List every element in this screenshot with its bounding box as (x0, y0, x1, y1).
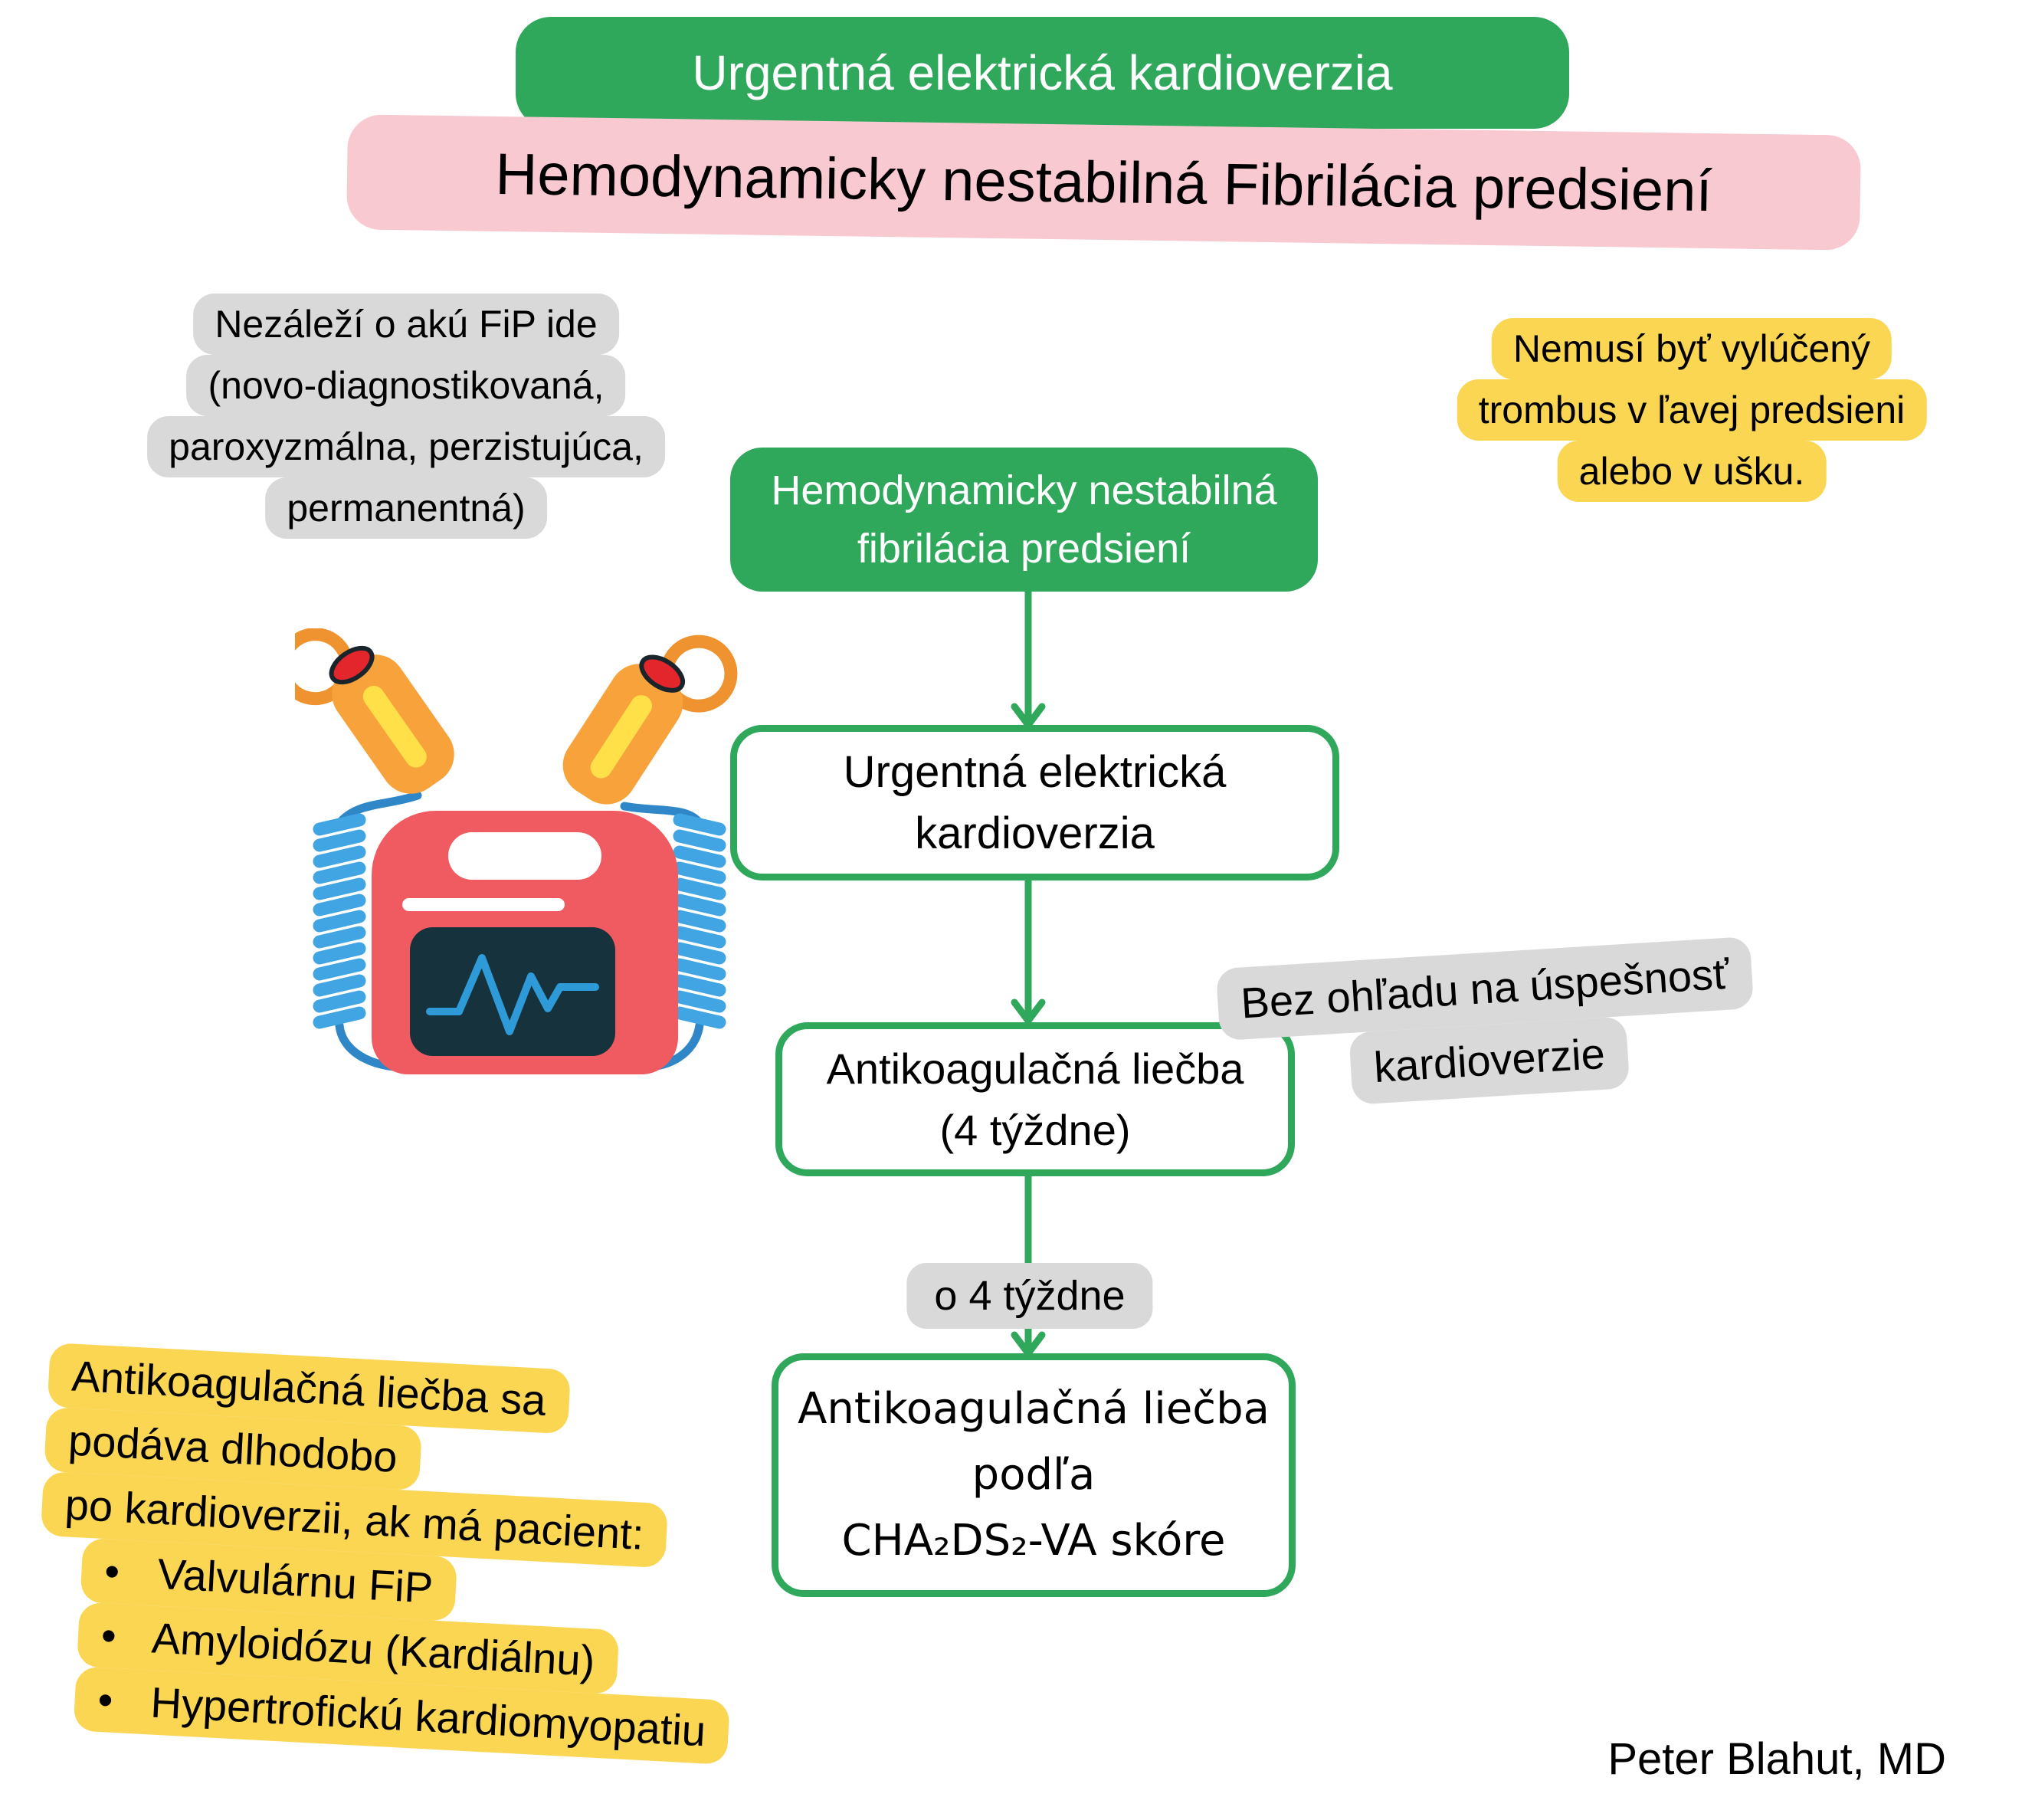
note-thrombus: Nemusí byť vylúčený trombus v ľavej pred… (1457, 318, 1927, 502)
page-title-text: Urgentná elektrická kardioverzia (692, 45, 1393, 100)
note-line: Nezáleží o akú FiP ide (193, 293, 619, 355)
author-credit-text: Peter Blahut, MD (1607, 1734, 1946, 1784)
flow-long-term-box: Antikoagulačná liečba podľa CHA₂DS₂-VA s… (772, 1353, 1296, 1597)
note-bullet-text: Valvulárnu FiP (156, 1549, 434, 1612)
note-longterm-anticoagulation: Antikoagulačná liečba sa podáva dlhodobo… (31, 1343, 747, 1765)
bullet-icon: • (100, 1611, 118, 1660)
flow-box-line: CHA₂DS₂-VA skóre (841, 1516, 1226, 1566)
arrow-down-icon (1011, 864, 1046, 1025)
note-line: alebo v ušku. (1557, 441, 1827, 502)
author-credit: Peter Blahut, MD (1607, 1733, 1946, 1785)
bullet-icon: • (97, 1674, 114, 1724)
page-subtitle: Hemodynamicky nestabilná Fibrilácia pred… (346, 114, 1861, 251)
flow-box-line: podľa (972, 1450, 1096, 1500)
flow-box-line: Antikoagulačná liečba (826, 1044, 1244, 1093)
interval-label-text: o 4 týždne (934, 1273, 1126, 1319)
page-title: Urgentná elektrická kardioverzia (516, 17, 1569, 129)
bullet-icon: • (103, 1546, 121, 1596)
note-line: (novo-diagnostikovaná, (186, 355, 626, 416)
flow-box-line: Hemodynamicky nestabilná (771, 467, 1277, 513)
note-line: Nemusí byť vylúčený (1491, 318, 1892, 379)
flow-box-line: Urgentná elektrická (843, 746, 1227, 797)
defibrillator-icon (295, 628, 738, 1074)
flow-box-line: (4 týždne) (939, 1105, 1131, 1154)
flow-box-line: Antikoagulačná liečba (798, 1384, 1270, 1434)
note-fip-type: Nezáleží o akú FiP ide (novo-diagnostiko… (147, 293, 665, 539)
interval-label: o 4 týždne (906, 1263, 1153, 1329)
flow-arrow-1 (998, 590, 1059, 730)
page-subtitle-text: Hemodynamicky nestabilná Fibrilácia pred… (494, 141, 1713, 224)
flow-cardioversion-box: Urgentná elektrická kardioverzia (730, 725, 1339, 880)
note-regardless-of-success: Bez ohľadu na úspešnosť kardioverzie (1215, 936, 1758, 1113)
flow-start-box: Hemodynamicky nestabilná fibrilácia pred… (730, 448, 1318, 592)
flow-anticoagulation-box: Antikoagulačná liečba (4 týždne) (775, 1022, 1295, 1176)
flow-box-line: kardioverzia (915, 808, 1155, 858)
flow-box-line: fibrilácia predsiení (857, 526, 1191, 572)
note-line: permanentná) (265, 477, 547, 539)
arrow-down-icon (1011, 590, 1046, 729)
note-line: paroxyzmálna, perzistujúca, (147, 416, 665, 477)
note-bullet-text: Hypertrofickú kardiomyopatiu (149, 1677, 707, 1756)
note-line: trombus v ľavej predsieni (1457, 379, 1927, 441)
flow-arrow-2 (998, 864, 1059, 1025)
